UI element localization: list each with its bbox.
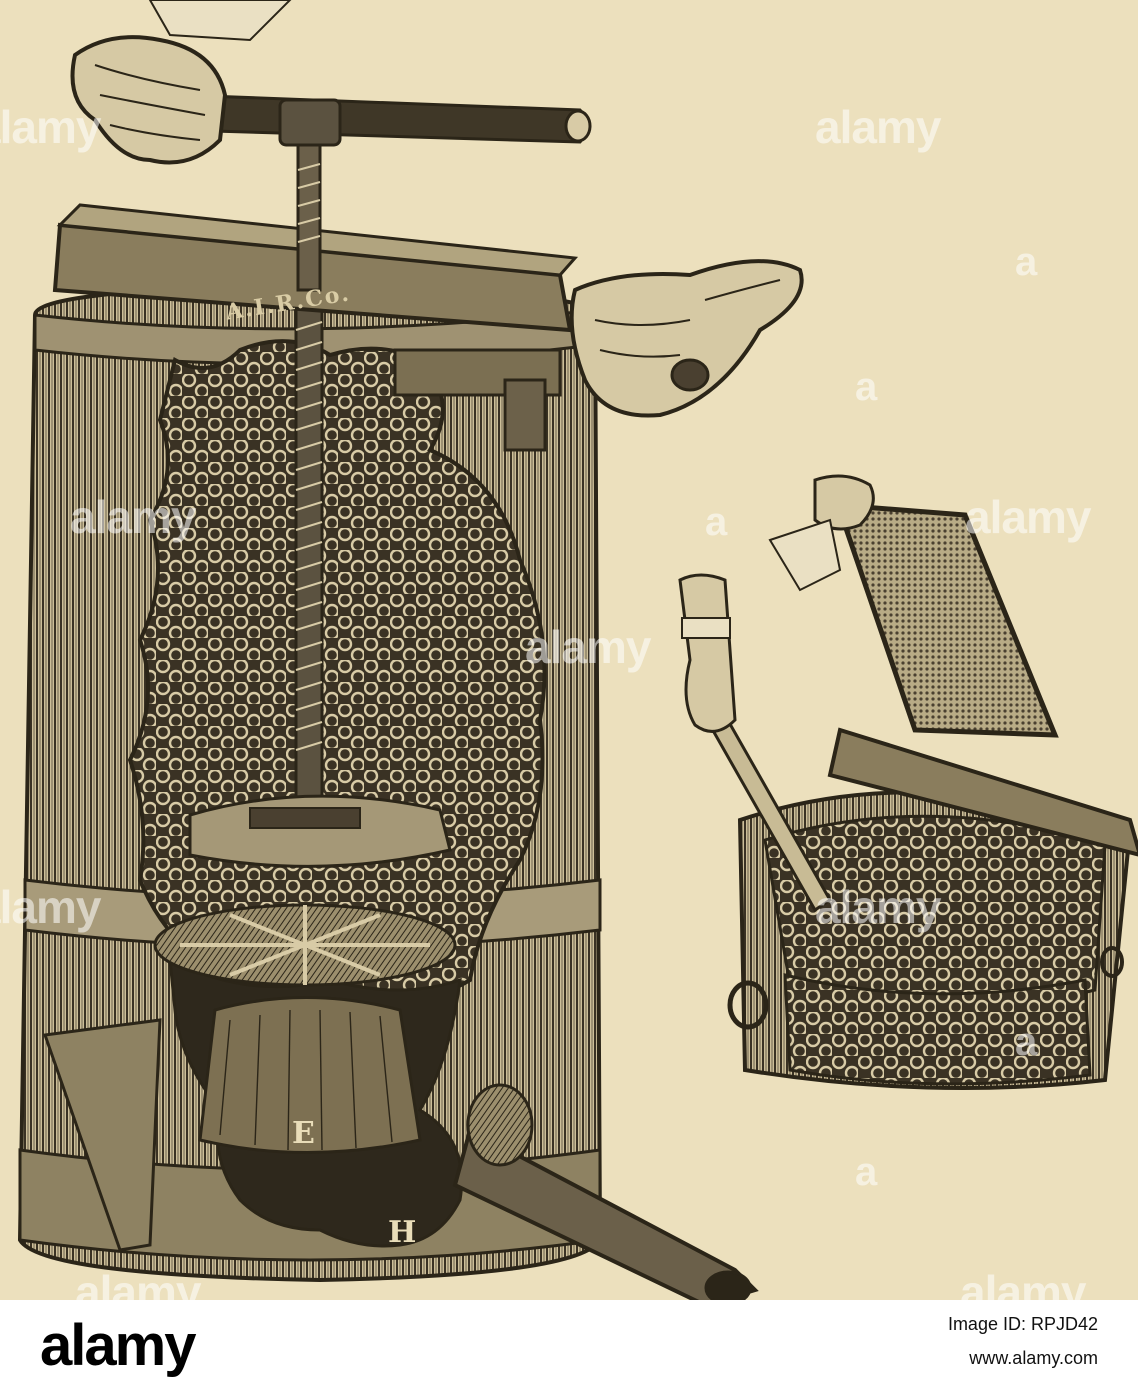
fruit-press <box>17 0 804 1300</box>
press-engraving <box>17 0 1138 1300</box>
footer-bar: alamy Image ID: RPJD42 www.alamy.com <box>0 1300 1138 1390</box>
image-id: Image ID: RPJD42 <box>947 1314 1098 1334</box>
label-h: H <box>388 1215 417 1250</box>
site-link[interactable]: www.alamy.com <box>969 1348 1098 1368</box>
brand-logo[interactable]: alamy <box>40 1313 196 1378</box>
engraving-illustration: A.I.R.Co. E H alamy alamy alamy alamy al… <box>0 0 1138 1300</box>
label-e: E <box>292 1116 315 1151</box>
spreader-ribs <box>180 905 430 985</box>
strainer-pot <box>678 474 1138 1090</box>
